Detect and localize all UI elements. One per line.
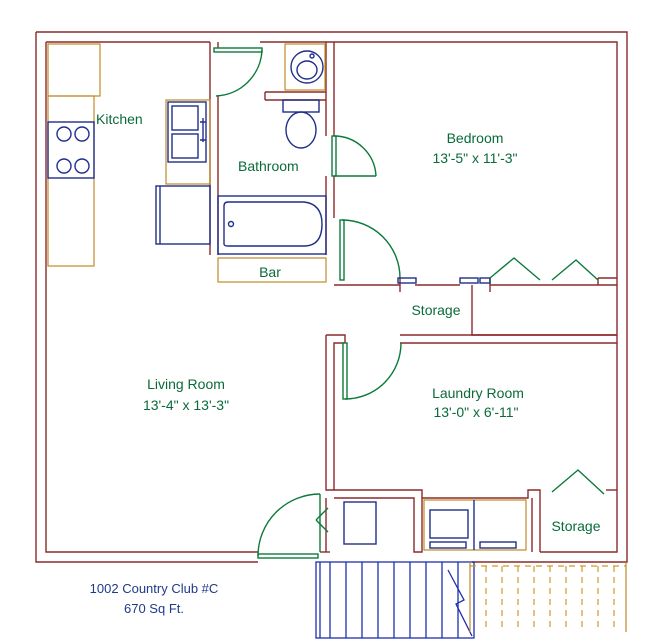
refrigerator-icon xyxy=(155,185,211,245)
bar-counter xyxy=(217,257,327,283)
bedroom-door xyxy=(331,135,377,177)
bifold-door-hall xyxy=(397,277,491,284)
bathtub-icon xyxy=(217,195,327,255)
deck xyxy=(469,562,627,632)
laundry-room-label: Laundry Room xyxy=(432,385,524,401)
exterior-walls xyxy=(35,31,628,563)
kitchen-counters xyxy=(47,43,211,267)
bifold-door-bedroom-closet xyxy=(489,257,599,281)
bathroom-label: Bathroom xyxy=(238,158,299,174)
washer-dryer-icon xyxy=(423,499,527,551)
bedroom-dimensions: 13'-5" x 11'-3" xyxy=(432,150,517,166)
living-room-dimensions: 13'-4" x 13'-3" xyxy=(143,397,229,413)
bathroom-door xyxy=(213,47,263,97)
living-room-label: Living Room xyxy=(147,376,225,392)
storage-corner-label: Storage xyxy=(551,518,600,534)
stairs xyxy=(315,561,475,639)
entry-door xyxy=(257,493,321,559)
toilet-icon xyxy=(282,99,320,149)
bathroom-sink-icon xyxy=(284,43,326,91)
laundry-room-dimensions: 13'-0" x 6'-11" xyxy=(433,404,518,420)
bar-label: Bar xyxy=(259,264,281,280)
laundry-door xyxy=(342,342,402,400)
bedroom-label: Bedroom xyxy=(447,130,504,146)
kitchen-label: Kitchen xyxy=(96,111,143,127)
stove-icon xyxy=(47,121,95,179)
bifold-door-storage xyxy=(315,469,605,533)
water-heater-icon xyxy=(343,501,377,545)
storage-hall-label: Storage xyxy=(411,302,460,318)
interior-walls xyxy=(209,42,617,553)
closet-door xyxy=(339,219,401,281)
address-caption: 1002 Country Club #C xyxy=(90,581,219,596)
kitchen-sink xyxy=(167,101,207,163)
area-caption: 670 Sq Ft. xyxy=(124,601,184,616)
